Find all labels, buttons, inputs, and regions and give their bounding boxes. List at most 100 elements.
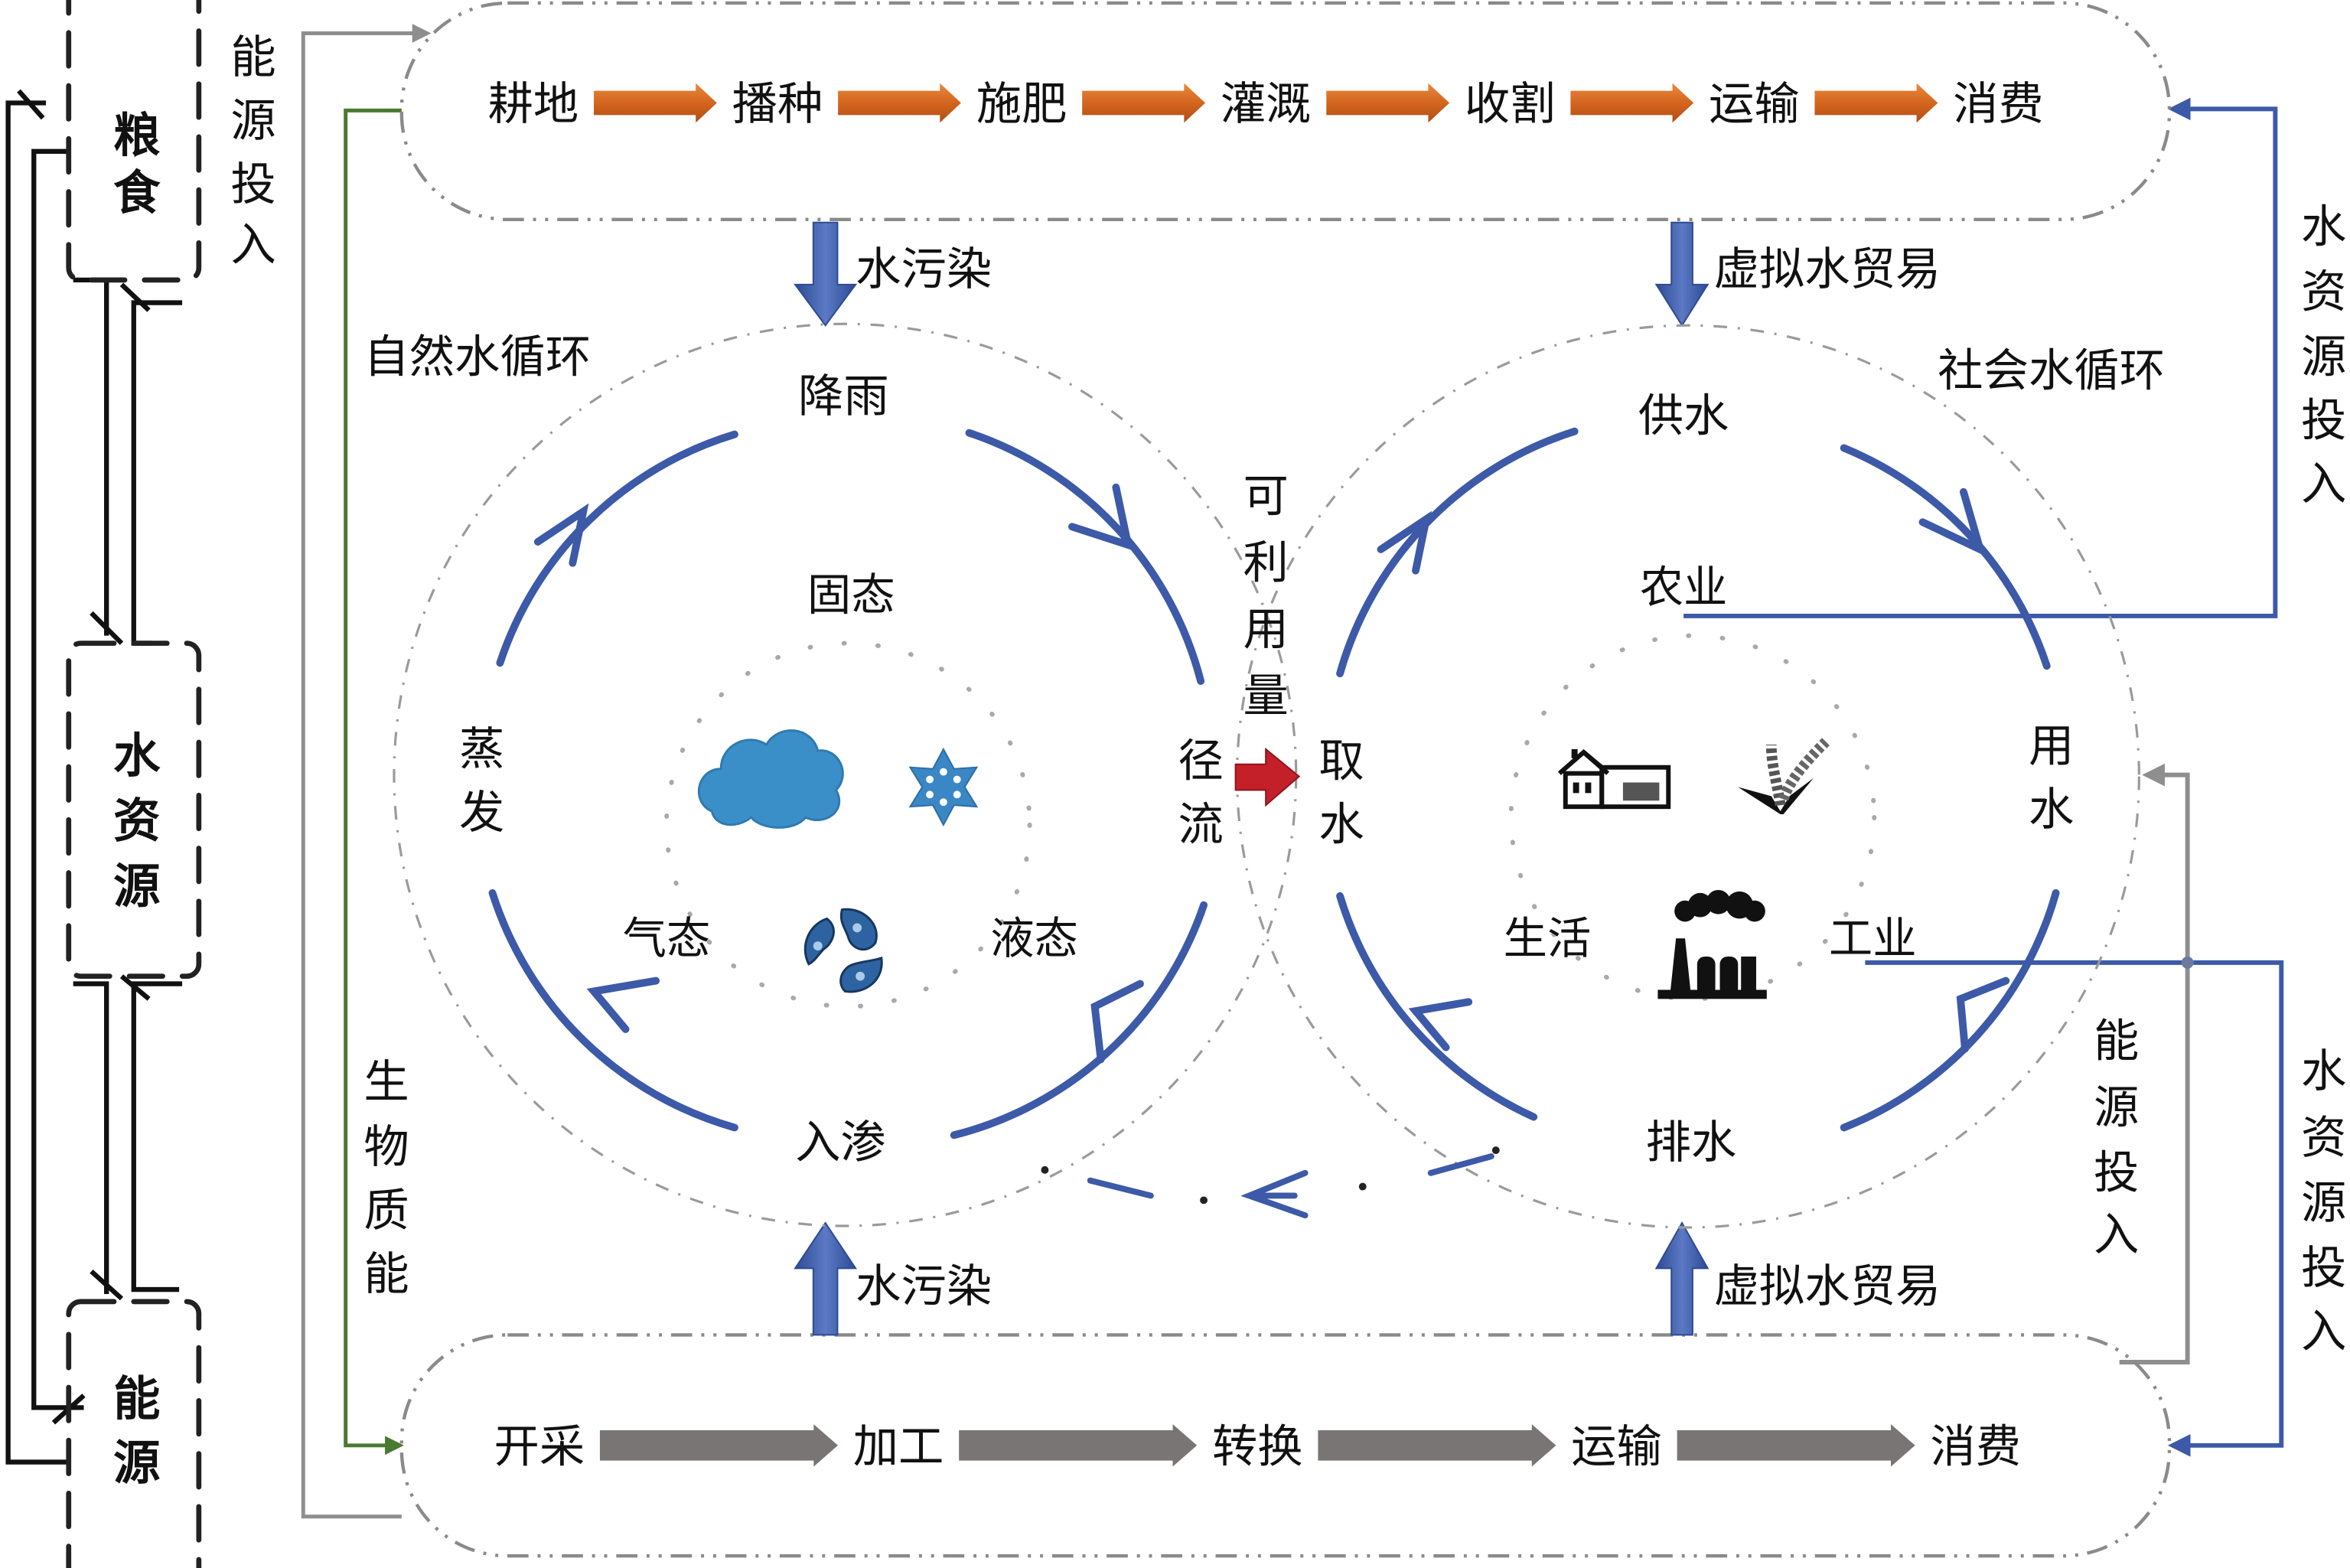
cycle-arc-supply-to-use: [1840, 444, 2051, 670]
water-box-label-3: 源: [113, 859, 160, 914]
connector-tick: [90, 611, 124, 645]
label-char: 资: [2301, 1111, 2346, 1164]
chain-step: 消费: [1953, 77, 2044, 130]
chain-step: 消费: [1930, 1420, 2021, 1473]
chain-step: 运输: [1571, 1420, 1662, 1473]
node-evaporation-2: 发: [459, 786, 504, 839]
energy-input-connector: [301, 24, 432, 1519]
label-char: 能: [363, 1247, 409, 1300]
connector-water-energy-b: [131, 981, 183, 1293]
natural-cycle-boundary: [393, 322, 1298, 1227]
label-char: 投: [2301, 394, 2346, 447]
arrowhead: [1956, 976, 2010, 1053]
snowflake-icon: [908, 747, 979, 826]
connector-tick: [119, 282, 151, 312]
available-char: 可: [1243, 469, 1289, 522]
left-nexus: 粮 食 水 资 源 能 源: [5, 0, 202, 1568]
node-runoff-2: 流: [1178, 798, 1223, 851]
label-char: 源: [2094, 1081, 2139, 1134]
chain-step: 开采: [494, 1420, 585, 1473]
label-char: 源: [2301, 1176, 2346, 1229]
chain-arrow: [1318, 1424, 1556, 1467]
water-input-food-connector: [1683, 97, 2278, 618]
cloud-icon: [698, 729, 844, 829]
factory-icon: [1657, 889, 1767, 999]
house-icon: [1557, 749, 1671, 810]
chain-step: 运输: [1709, 77, 1800, 130]
sector-domestic-label: 生活: [1504, 913, 1592, 964]
connector-food-water-b: [131, 300, 183, 646]
chain-step: 灌溉: [1221, 77, 1312, 130]
connector-food-energy-outer: [5, 100, 69, 1465]
chain-arrow: [599, 1424, 838, 1467]
water-input-bottom-right-label: 水 资 源 投 入: [2301, 1045, 2346, 1358]
biomass-energy-connector: [344, 108, 404, 1456]
label-char: 水: [2301, 1045, 2346, 1097]
water-pollution-bottom-arrow: 水污染: [794, 1221, 992, 1336]
arrowhead: [1377, 510, 1432, 575]
label-char: 入: [2301, 458, 2346, 510]
label-char: 入: [2094, 1208, 2139, 1261]
chain-step: 加工: [853, 1420, 944, 1473]
label-char: 能: [2094, 1015, 2139, 1068]
available-char: 量: [1243, 670, 1289, 722]
node-evaporation-1: 蒸: [459, 722, 504, 775]
virtual-water-top-label: 虚拟水贸易: [1714, 243, 1941, 295]
energy-input-right-label: 能 源 投 入: [2094, 1015, 2139, 1261]
line-crossing: [2181, 956, 2194, 969]
label-char: 水: [2301, 200, 2346, 253]
connector-food-water-a: [73, 277, 109, 636]
water-box-label-1: 水: [113, 729, 161, 784]
connector-water-energy-a: [73, 981, 109, 1295]
connector-tick: [90, 1269, 124, 1301]
cycle-arc-runoff-to-infiltration: [950, 901, 1208, 1139]
node-infiltration: 入渗: [795, 1116, 886, 1169]
arrowhead: [533, 503, 589, 567]
chain-arrow: [1570, 83, 1694, 123]
sector-dotted-ring: [1508, 633, 1877, 1002]
chain-arrow: [838, 83, 961, 123]
node-water-intake-2: 水: [1318, 798, 1364, 851]
cycle-arc-infiltration-to-evaporation: [488, 888, 738, 1132]
chain-step: 转换: [1212, 1420, 1303, 1473]
chain-arrow: [1814, 83, 1938, 123]
energy-box: [66, 1299, 202, 1568]
water-input-energy-connector: [1865, 960, 2284, 1457]
energy-input-water-connector: [2119, 763, 2190, 1364]
wheat-icon: [1738, 738, 1830, 815]
available-char: 用: [1243, 603, 1289, 656]
state-liquid-label: 液态: [990, 913, 1078, 964]
water-pollution-bottom-label: 水污染: [856, 1260, 992, 1312]
natural-cycle-title: 自然水循环: [363, 331, 591, 383]
sector-industry-label: 工业: [1829, 913, 1917, 964]
node-drainage: 排水: [1646, 1116, 1737, 1169]
chain-arrow: [1082, 83, 1206, 123]
label-char: 能: [230, 31, 275, 83]
social-cycle-boundary: [1236, 324, 2140, 1229]
water-resource-box: [66, 641, 202, 980]
node-runoff-1: 径: [1178, 735, 1223, 787]
food-box-label-1: 粮: [113, 108, 160, 163]
chain-step: 收割: [1465, 77, 1556, 130]
chain-arrow: [1326, 83, 1450, 123]
water-box-label-2: 资: [113, 794, 160, 849]
label-char: 投: [230, 158, 275, 210]
virtual-water-bottom-arrow: 虚拟水贸易: [1654, 1221, 1941, 1336]
energy-input-top-label: 能 源 投 入: [230, 31, 275, 271]
available-amount-link: 可 利 用 量: [1234, 469, 1301, 807]
cycle-arc-drainage-to-intake: [1336, 892, 1538, 1121]
label-char: 入: [2301, 1305, 2346, 1358]
biomass-energy-label: 生 物 质 能: [363, 1055, 409, 1300]
node-water-supply: 供水: [1638, 390, 1729, 442]
energy-chain-container: [399, 1333, 2172, 1558]
chain-step: 施肥: [976, 77, 1067, 130]
virtual-water-bottom-label: 虚拟水贸易: [1714, 1260, 1941, 1312]
cycle-arc-use-to-drainage: [1840, 888, 2060, 1132]
natural-water-cycle: 自然水循环 降雨 蒸 发 径 流 入渗 固态 气态 液态: [363, 322, 1298, 1227]
cycle-arc-intake-to-supply: [1336, 427, 1579, 678]
label-char: 生: [363, 1055, 409, 1108]
label-char: 资: [2301, 265, 2346, 318]
chain-step: 播种: [732, 77, 823, 130]
water-pollution-top-arrow: 水污染: [794, 221, 992, 327]
